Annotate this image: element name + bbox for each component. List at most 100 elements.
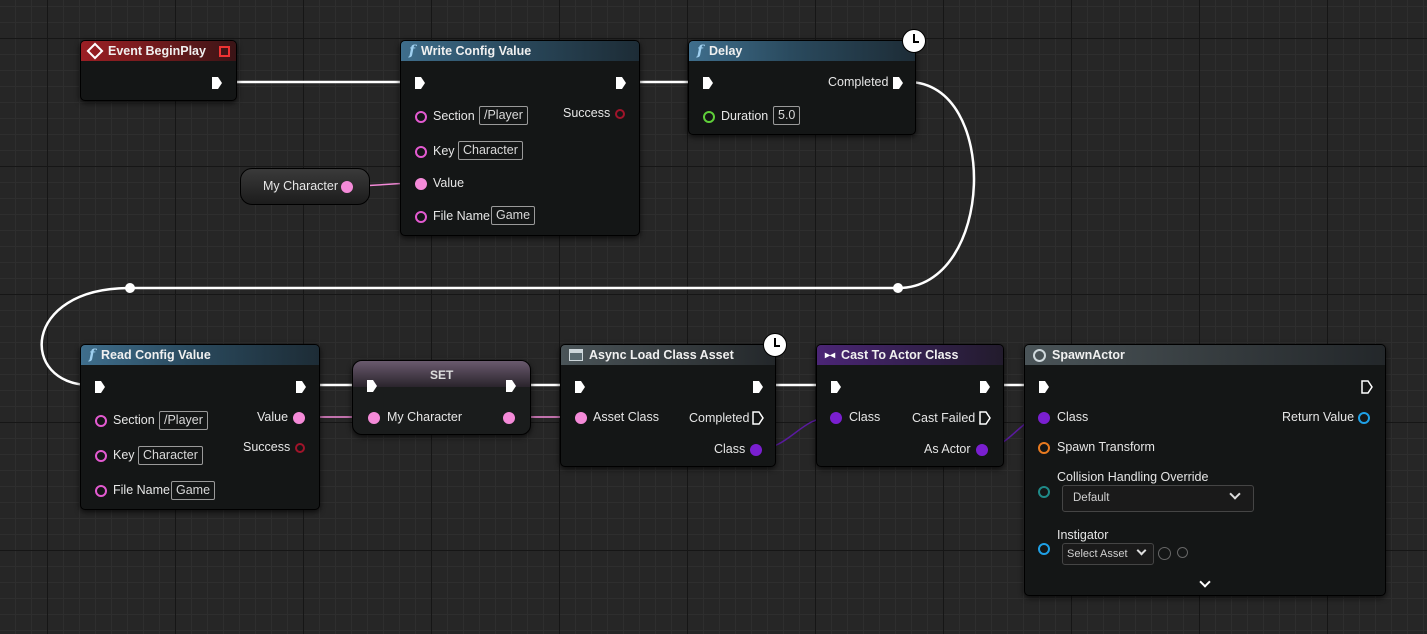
value-out-pin[interactable]: [293, 412, 305, 424]
variable-out-pin[interactable]: [341, 181, 353, 193]
exec-in-pin[interactable]: [702, 76, 714, 90]
key-field[interactable]: Character: [458, 141, 523, 160]
asset-class-label: Asset Class: [593, 410, 659, 424]
node-header: Async Load Class Asset: [561, 345, 775, 365]
set-node[interactable]: SET My Character: [352, 360, 531, 435]
class-in-pin[interactable]: [830, 412, 842, 424]
cast-arrows-icon: ▸◂: [825, 349, 836, 361]
completed-exec-pin[interactable]: [752, 411, 764, 425]
value-pin[interactable]: [415, 178, 427, 190]
exec-in-pin[interactable]: [414, 76, 426, 90]
filename-field[interactable]: Game: [171, 481, 216, 500]
exec-in-pin[interactable]: [1038, 380, 1050, 394]
class-out-pin[interactable]: [750, 444, 762, 456]
read-config-node[interactable]: f Read Config Value Section /Player Valu…: [80, 344, 320, 510]
key-field[interactable]: Character: [138, 446, 203, 465]
exec-out-pin[interactable]: [295, 380, 307, 394]
exec-out-pin[interactable]: [892, 76, 904, 90]
delegate-pin-icon[interactable]: [219, 46, 230, 57]
spawn-actor-node[interactable]: SpawnActor Class Return Value Spawn Tran…: [1024, 344, 1386, 596]
section-field[interactable]: /Player: [479, 106, 528, 125]
cast-node[interactable]: ▸◂ Cast To Actor Class Class Cast Failed…: [816, 344, 1004, 467]
exec-in-pin[interactable]: [830, 380, 842, 394]
node-title: Cast To Actor Class: [841, 348, 959, 362]
node-header: f Write Config Value: [401, 41, 639, 61]
success-pin[interactable]: [615, 109, 625, 119]
var-label: My Character: [387, 410, 463, 424]
filename-pin[interactable]: [95, 485, 107, 497]
var-out-pin[interactable]: [503, 412, 515, 424]
exec-out-pin[interactable]: [752, 380, 764, 394]
asset-class-pin[interactable]: [575, 412, 587, 424]
duration-label: Duration: [721, 109, 769, 123]
cast-failed-exec-pin[interactable]: [979, 411, 991, 425]
instigator-pin[interactable]: [1038, 543, 1050, 555]
exec-in-pin[interactable]: [574, 380, 586, 394]
success-pin[interactable]: [295, 443, 305, 453]
class-label: Class: [1057, 410, 1089, 424]
exec-wire-delay-reroute: [897, 80, 976, 290]
section-label: Section: [113, 413, 155, 427]
var-in-pin[interactable]: [368, 412, 380, 424]
browse-search-icon[interactable]: [1177, 547, 1188, 558]
function-icon: f: [89, 347, 96, 363]
section-pin[interactable]: [95, 415, 107, 427]
node-title: Write Config Value: [421, 44, 532, 58]
write-config-node[interactable]: f Write Config Value Section /Player Suc…: [400, 40, 640, 236]
node-title: Read Config Value: [101, 348, 211, 362]
node-header: ▸◂ Cast To Actor Class: [817, 345, 1003, 365]
exec-out-pin[interactable]: [505, 379, 517, 393]
expand-chevron-icon[interactable]: [1199, 576, 1211, 588]
async-node-icon: [569, 349, 583, 361]
node-title: SpawnActor: [1052, 348, 1125, 362]
class-label: Class: [849, 410, 881, 424]
key-pin[interactable]: [415, 146, 427, 158]
function-icon: f: [409, 43, 416, 59]
spawn-transform-pin[interactable]: [1038, 442, 1050, 454]
success-label: Success: [243, 440, 291, 454]
instigator-asset-picker[interactable]: Select Asset: [1062, 543, 1154, 565]
node-header: [353, 361, 530, 387]
exec-out-pin[interactable]: [615, 76, 627, 90]
exec-out-pin[interactable]: [1361, 380, 1373, 394]
class-in-pin[interactable]: [1038, 412, 1050, 424]
return-value-pin[interactable]: [1358, 412, 1370, 424]
exec-out-pin[interactable]: [979, 380, 991, 394]
delay-node[interactable]: f Delay Completed Duration 5.0: [688, 40, 916, 135]
value-label: Value: [433, 176, 465, 190]
duration-field[interactable]: 5.0: [773, 106, 801, 125]
class-label: Class: [714, 442, 746, 456]
completed-label: Completed: [689, 411, 750, 425]
value-label: Value: [257, 410, 289, 424]
success-label: Success: [563, 106, 611, 120]
node-title: SET: [430, 368, 454, 382]
collision-dropdown[interactable]: Default: [1062, 485, 1254, 512]
node-title: Event BeginPlay: [108, 44, 206, 58]
use-selected-icon[interactable]: [1158, 547, 1171, 560]
latent-clock-icon: [902, 29, 926, 53]
reroute-knot-left: [125, 283, 135, 293]
cast-failed-label: Cast Failed: [912, 411, 976, 425]
node-header: SpawnActor: [1025, 345, 1385, 365]
section-pin[interactable]: [415, 111, 427, 123]
node-header: f Read Config Value: [81, 345, 319, 365]
completed-label: Completed: [828, 75, 889, 89]
collision-pin[interactable]: [1038, 486, 1050, 498]
filename-label: File Name: [433, 209, 490, 223]
section-label: Section: [433, 109, 475, 123]
filename-field[interactable]: Game: [491, 206, 536, 225]
async-load-node[interactable]: Async Load Class Asset Asset Class Compl…: [560, 344, 776, 467]
event-diamond-icon: [86, 42, 104, 60]
exec-in-pin[interactable]: [366, 379, 378, 393]
exec-out-pin[interactable]: [211, 76, 223, 90]
as-actor-pin[interactable]: [976, 444, 988, 456]
key-pin[interactable]: [95, 450, 107, 462]
section-field[interactable]: /Player: [159, 411, 208, 430]
latent-clock-icon: [763, 333, 787, 357]
event-beginplay-node[interactable]: Event BeginPlay: [80, 40, 237, 101]
magnifier-plus-icon: [1033, 348, 1046, 362]
my-character-getter-node[interactable]: My Character: [240, 168, 370, 205]
filename-pin[interactable]: [415, 211, 427, 223]
duration-pin[interactable]: [703, 111, 715, 123]
exec-in-pin[interactable]: [94, 380, 106, 394]
